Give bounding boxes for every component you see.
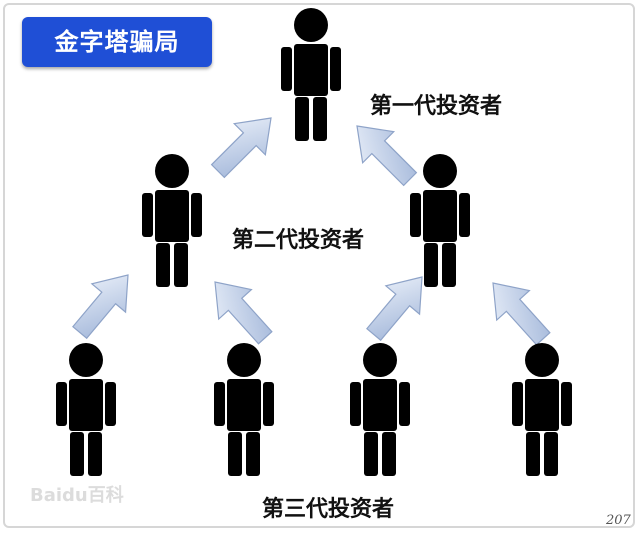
person-gen3-1: [56, 343, 116, 476]
arrow-gen2-left-to-top: [201, 101, 288, 188]
label-generation-2: 第二代投资者: [232, 227, 365, 253]
arrow-gen3-4-to-gen2-right: [476, 267, 561, 355]
person-gen2-right: [410, 154, 470, 287]
arrow-gen3-2-to-gen2-left: [198, 266, 283, 354]
person-gen1: [281, 8, 341, 141]
person-gen3-3: [350, 343, 410, 476]
page-number: 207: [606, 513, 631, 528]
arrow-gen3-1-to-gen2-left: [62, 260, 146, 348]
person-gen3-4: [512, 343, 572, 476]
label-generation-3: 第三代投资者: [262, 496, 395, 522]
person-gen3-2: [214, 343, 274, 476]
label-generation-1: 第一代投资者: [370, 93, 503, 119]
person-gen2-left: [142, 154, 202, 287]
arrow-gen2-right-to-top: [340, 109, 427, 196]
title-badge: 金字塔骗局: [22, 17, 212, 67]
slide-frame: [3, 3, 635, 528]
baidu-watermark: Baidu百科: [30, 485, 124, 506]
